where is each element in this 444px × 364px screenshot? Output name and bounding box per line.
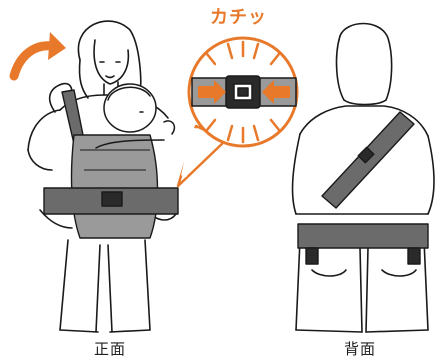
caption-back: 背面: [344, 340, 377, 358]
click-sound-label: カチッ: [210, 7, 267, 28]
inward-arrows-icon: [198, 80, 290, 104]
baby: [95, 83, 176, 149]
back-figure: [291, 22, 435, 333]
caption-front: 正面: [94, 340, 127, 358]
curved-arrow-icon: [9, 32, 66, 81]
front-carrier: [43, 89, 179, 239]
burst-lines: [205, 40, 281, 144]
back-carrier: [297, 111, 429, 265]
